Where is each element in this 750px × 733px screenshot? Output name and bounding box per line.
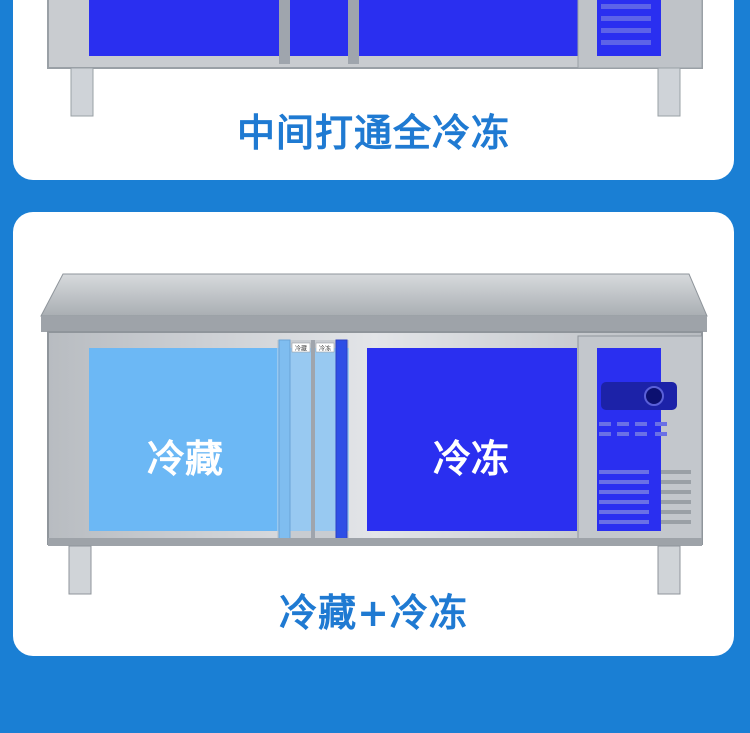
fridge-illustration-full-freeze [47, 0, 703, 117]
panel-caption: 冷藏+冷冻 [279, 591, 468, 635]
zone-label-chill: 冷藏 [147, 437, 224, 481]
door-tag-left: 冷藏 [295, 345, 307, 353]
control-panel [601, 382, 677, 410]
panel-chill-freeze: 冷藏 冷冻 冷藏 冷冻 冷藏+冷冻 [13, 212, 734, 656]
door-tag-right: 冷冻 [319, 345, 331, 353]
fridge-illustration-chill-freeze: 冷藏 冷冻 [40, 273, 708, 595]
panel-full-freeze: 中间打通全冷冻 [13, 0, 734, 180]
zone-label-freeze: 冷冻 [433, 437, 510, 481]
panel-caption: 中间打通全冷冻 [236, 111, 510, 155]
